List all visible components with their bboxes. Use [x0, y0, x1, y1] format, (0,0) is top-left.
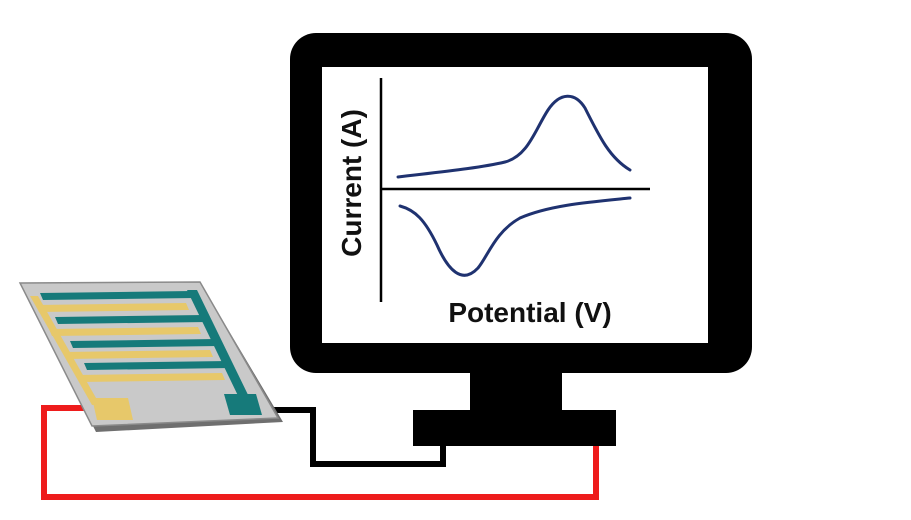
monitor-icon: [290, 33, 752, 446]
reduction-curve: [398, 196, 632, 277]
x-axis-label: Potential (V): [448, 297, 611, 328]
y-axis-label: Current (A): [336, 109, 367, 257]
voltammogram-plot: Current (A) Potential (V): [336, 78, 650, 328]
monitor-screen: [322, 67, 708, 343]
monitor-neck: [470, 369, 562, 413]
monitor-base: [413, 410, 616, 446]
oxidation-curve: [396, 94, 632, 179]
interdigitated-electrode-icon: [18, 281, 283, 432]
red-wire: [41, 405, 599, 500]
gold-electrode: [30, 296, 225, 420]
black-wire: [245, 407, 446, 467]
teal-electrode: [40, 290, 262, 415]
